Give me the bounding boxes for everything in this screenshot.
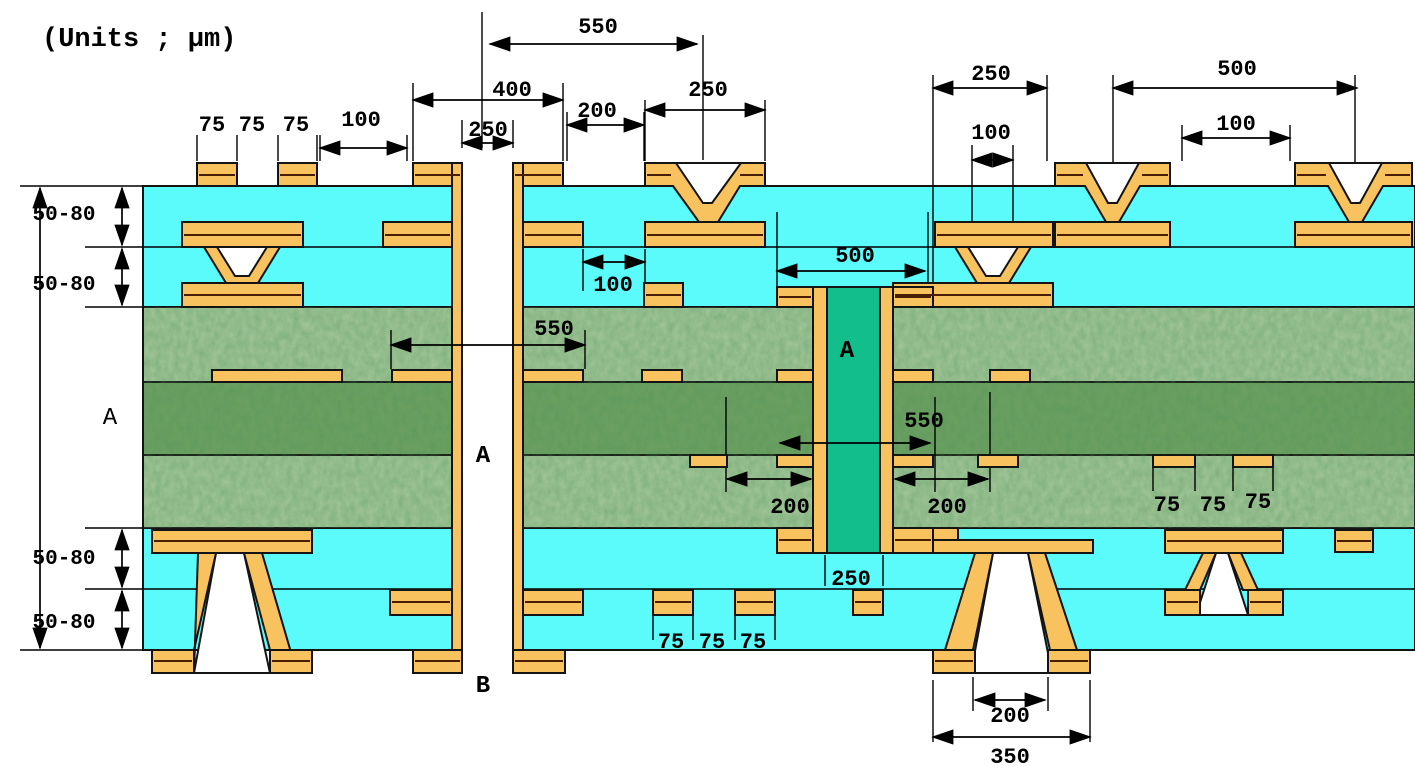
dim-label: 500 [835,244,875,269]
inner-trace [522,369,584,383]
layer-thickness-label: 50-80 [32,204,95,227]
dim-label: 75 [740,630,766,655]
through-hole-wall [451,162,463,674]
core-texture-overlay [143,307,1415,528]
layer-thickness-label: 50-80 [32,548,95,571]
dim-label: 350 [990,745,1030,770]
inner-trace [776,369,814,383]
pad-divider-lines [154,174,1410,662]
labels: (Units ; µm) 550 400 250 200 250 75 75 7… [32,15,1271,770]
dim-label: 75 [199,113,225,138]
dimension-arrows [32,36,1359,745]
buried-microvia-notch [966,246,1020,277]
copper-features [151,162,1413,674]
filled-via-label: A [840,338,855,365]
dim-label: 100 [1216,112,1256,137]
dim-label: 75 [283,113,309,138]
inner-trace [776,454,814,468]
dim-label: 550 [904,409,944,434]
dim-label: 400 [492,78,532,103]
dim-label: 100 [593,273,633,298]
dim-label: 200 [577,99,617,124]
dim-label: 75 [239,113,265,138]
dim-label: 100 [341,108,381,133]
dim-label: 250 [831,567,871,592]
inner-trace [211,369,343,383]
filled-via [812,286,894,554]
through-hole-label-top: A [476,443,491,470]
inner-trace [391,369,453,383]
layer-thickness-label: 50-80 [32,274,95,297]
dim-label: 250 [971,62,1011,87]
inner-trace [892,454,934,468]
dim-label: 75 [699,630,725,655]
dim-label: 75 [1245,490,1271,515]
buried-microvia-notch [215,246,269,277]
dim-label: 200 [990,704,1030,729]
dim-label: 250 [468,118,508,143]
units-title: (Units ; µm) [42,25,236,55]
dim-label: 550 [534,317,574,342]
cutouts [192,140,1250,685]
through-hole-wall [512,162,524,674]
surface-microvia-notch [1327,162,1384,204]
layer-thickness-label: 50-80 [32,612,95,635]
inner-trace [689,454,728,468]
dim-label: 500 [1217,57,1257,82]
through-hole-label-bottom: B [476,673,490,700]
surface-microvia-notch [674,162,743,204]
inner-trace [1232,454,1274,468]
filled-via-core [826,286,881,554]
inner-trace [1152,454,1196,468]
dim-label: 200 [927,495,967,520]
inner-trace [892,369,934,383]
overall-height-label: A [103,405,118,432]
filled-via-wall [879,286,894,554]
inner-trace [977,454,1019,468]
surface-microvia-notch [1084,162,1141,204]
extension-lines [20,12,1356,742]
dim-label: 550 [578,15,618,40]
inner-trace [989,369,1031,383]
dim-label: 100 [971,121,1011,146]
dim-label: 75 [1200,493,1226,518]
dim-label: 75 [658,630,684,655]
dim-label: 75 [1154,493,1180,518]
dim-label: 200 [770,495,810,520]
dim-label: 250 [688,78,728,103]
through-hole-bore [462,140,513,685]
board-layer-stack [142,185,1415,651]
inner-trace [641,369,683,383]
filled-via-wall [812,286,828,554]
